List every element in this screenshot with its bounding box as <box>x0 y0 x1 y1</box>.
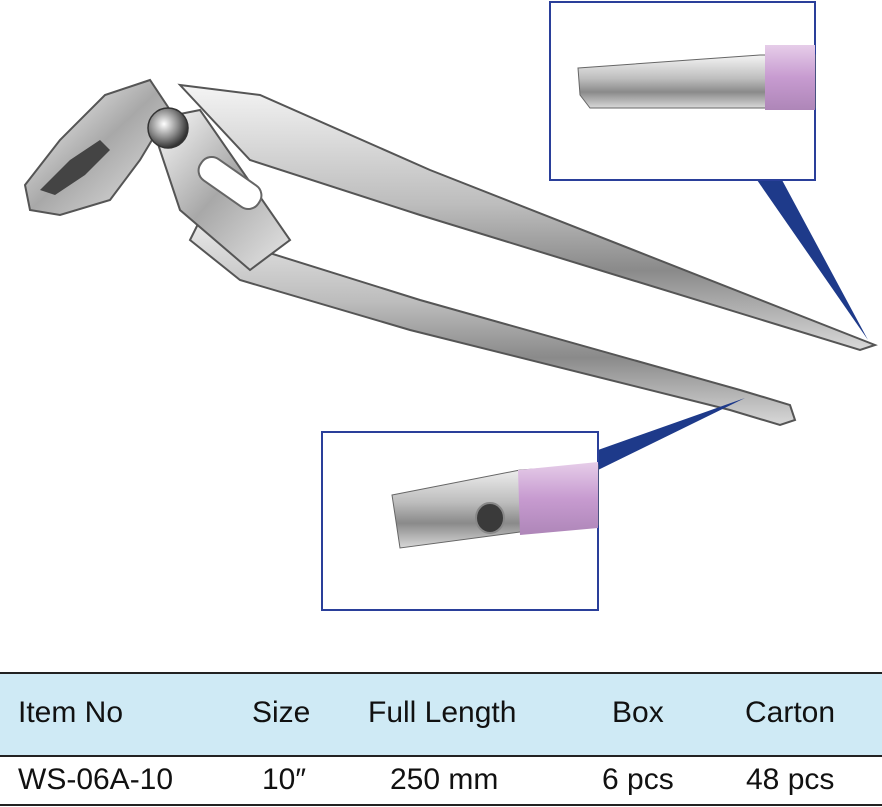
header-full-length: Full Length <box>368 696 517 729</box>
callout-pointer-bottom <box>598 398 745 470</box>
callout-pointer-top <box>757 180 868 340</box>
value-carton: 48 pcs <box>746 763 835 796</box>
header-item-no: Item No <box>18 696 124 729</box>
jaw-tip-detail <box>549 1 816 181</box>
handle-end-detail <box>321 431 599 611</box>
value-box: 6 pcs <box>602 763 674 796</box>
product-illustration <box>23 1 878 611</box>
table-header-band <box>0 674 882 755</box>
pliers-illustration <box>23 78 878 427</box>
header-size: Size <box>252 696 311 729</box>
value-full-length: 250 mm <box>390 763 499 796</box>
table-bottom-rule <box>0 804 882 806</box>
table-top-rule <box>0 672 882 674</box>
header-box: Box <box>612 696 664 729</box>
value-size: 10″ <box>262 763 306 796</box>
table-header-rule <box>0 755 882 757</box>
value-item-no: WS-06A-10 <box>18 763 174 796</box>
header-carton: Carton <box>745 696 836 729</box>
